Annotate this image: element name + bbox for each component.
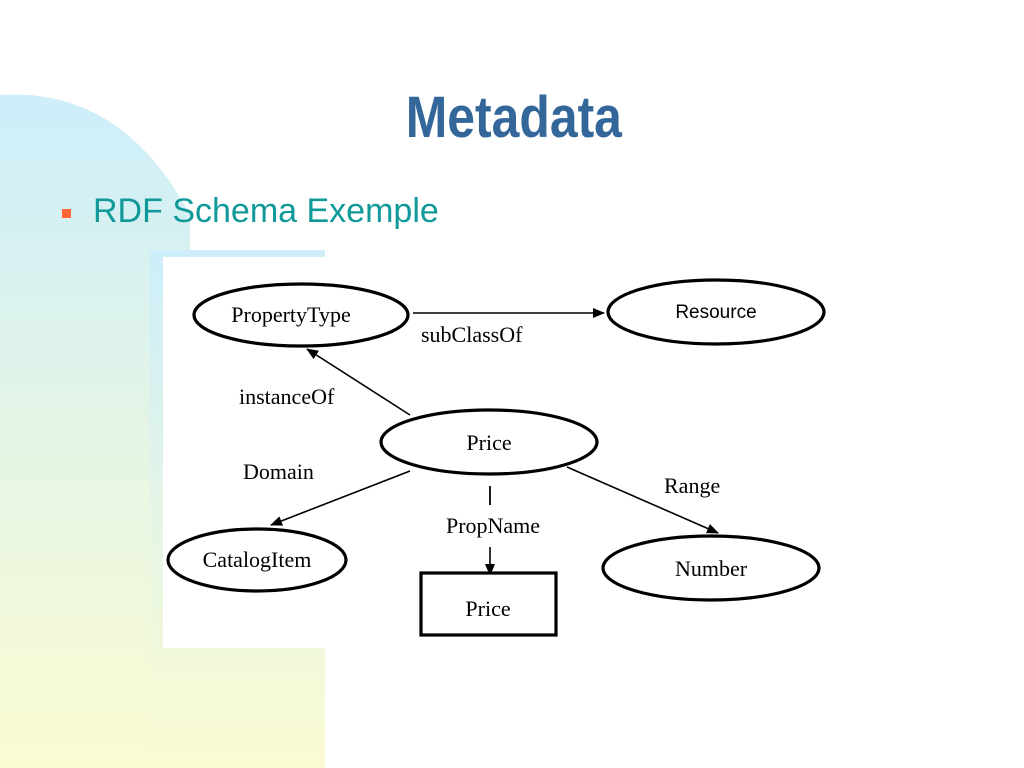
node-resource: Resource	[606, 278, 826, 346]
edge-label-range: Range	[664, 473, 720, 498]
edge-instanceof-arrow	[306, 348, 411, 416]
node-catalog-item: CatalogItem	[166, 527, 348, 593]
node-number: Number	[601, 534, 821, 602]
node-property-type: PropertyType	[192, 282, 410, 348]
bullet-text: RDF Schema Exemple	[93, 192, 439, 230]
node-price-literal: Price	[419, 571, 558, 637]
bullet-item: RDF Schema Exemple	[62, 192, 439, 231]
rdf-schema-diagram: PropertyType Resource Price CatalogItem …	[166, 278, 826, 637]
edge-label-propname: PropName	[446, 513, 540, 538]
edge-range-arrow	[566, 466, 719, 534]
node-price: Price	[379, 408, 599, 476]
node-property-type-label: PropertyType	[231, 302, 350, 327]
node-price-label: Price	[466, 430, 511, 455]
edge-domain-arrow	[270, 470, 411, 526]
slide-title: Metadata	[405, 85, 622, 150]
node-price-literal-label: Price	[465, 596, 510, 621]
edge-label-instanceof: instanceOf	[239, 384, 335, 409]
node-catalog-item-label: CatalogItem	[203, 547, 312, 572]
node-resource-label: Resource	[675, 302, 756, 323]
node-number-label: Number	[675, 556, 748, 581]
square-bullet-icon	[62, 209, 71, 218]
edge-label-subclassof: subClassOf	[421, 322, 523, 347]
edge-label-domain: Domain	[243, 459, 314, 484]
